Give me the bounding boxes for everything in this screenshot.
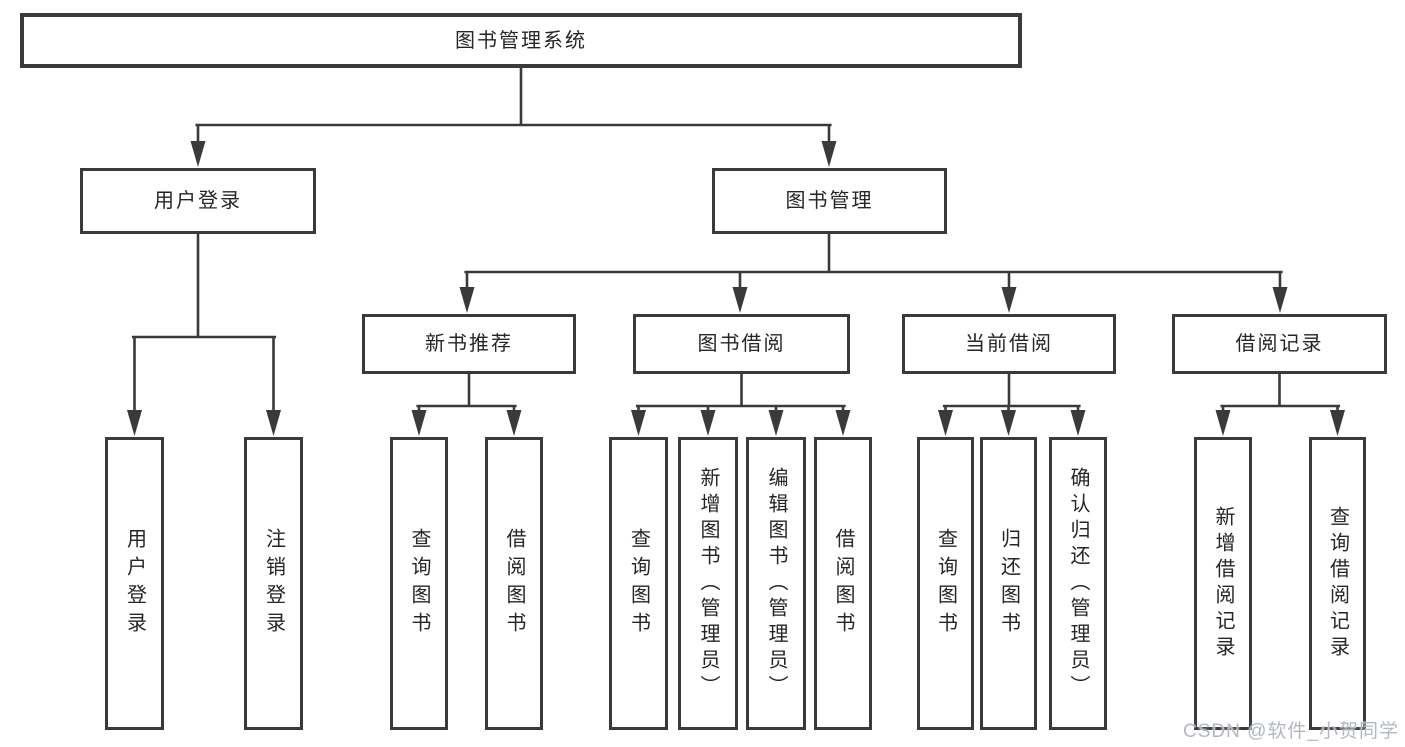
node-label: 编辑图书（管理员） — [765, 466, 787, 701]
leaf-logout: 注销登录 — [244, 437, 303, 730]
leaf-add-borrow-record: 新增借阅记录 — [1194, 437, 1252, 730]
node-label: 确认归还（管理员） — [1067, 466, 1089, 701]
leaf-confirm-return-admin: 确认归还（管理员） — [1049, 437, 1107, 730]
node-label: 用户登录 — [123, 527, 146, 640]
leaf-borrow-books: 借阅图书 — [814, 437, 872, 730]
node-new-book-recommend: 新书推荐 — [362, 314, 576, 374]
leaf-edit-books-admin: 编辑图书（管理员） — [746, 437, 806, 730]
leaf-add-books-admin: 新增图书（管理员） — [678, 437, 738, 730]
node-library-management-system: 图书管理系统 — [20, 13, 1022, 68]
leaf-query-books-borrowing: 查询图书 — [609, 437, 668, 730]
node-label: 注销登录 — [262, 527, 285, 640]
node-label: 用户登录 — [154, 190, 242, 212]
node-current-borrowing: 当前借阅 — [902, 314, 1116, 374]
node-label: 归还图书 — [997, 527, 1020, 640]
node-label: 借阅图书 — [503, 527, 525, 640]
node-label: 图书管理 — [785, 190, 874, 212]
node-label: 新增图书（管理员） — [697, 466, 719, 701]
leaf-return-books: 归还图书 — [980, 437, 1037, 730]
node-label: 新书推荐 — [425, 333, 513, 355]
node-label: 图书管理系统 — [455, 29, 587, 52]
leaf-user-login: 用户登录 — [105, 437, 164, 730]
node-book-management: 图书管理 — [712, 168, 947, 234]
node-label: 查询借阅记录 — [1326, 505, 1349, 662]
node-label: 查询图书 — [408, 527, 430, 640]
leaf-query-borrow-record: 查询借阅记录 — [1309, 437, 1366, 730]
csdn-watermark: CSDN @软件_小贺同学 — [1183, 721, 1399, 742]
node-label: 图书借阅 — [697, 333, 786, 355]
node-label: 查询图书 — [934, 527, 957, 640]
arrowheads — [127, 141, 1345, 436]
leaf-query-books-current: 查询图书 — [917, 437, 974, 730]
leaf-borrow-books-recommend: 借阅图书 — [485, 437, 543, 730]
node-label: 借阅图书 — [832, 527, 854, 640]
node-label: 新增借阅记录 — [1212, 505, 1234, 662]
node-label: 借阅记录 — [1235, 333, 1324, 355]
leaf-query-books-recommend: 查询图书 — [390, 437, 448, 730]
node-label: 查询图书 — [627, 527, 650, 640]
node-user-login: 用户登录 — [80, 168, 316, 234]
node-book-borrowing: 图书借阅 — [633, 314, 850, 374]
node-label: 当前借阅 — [965, 333, 1053, 355]
node-borrowing-records: 借阅记录 — [1172, 314, 1387, 374]
